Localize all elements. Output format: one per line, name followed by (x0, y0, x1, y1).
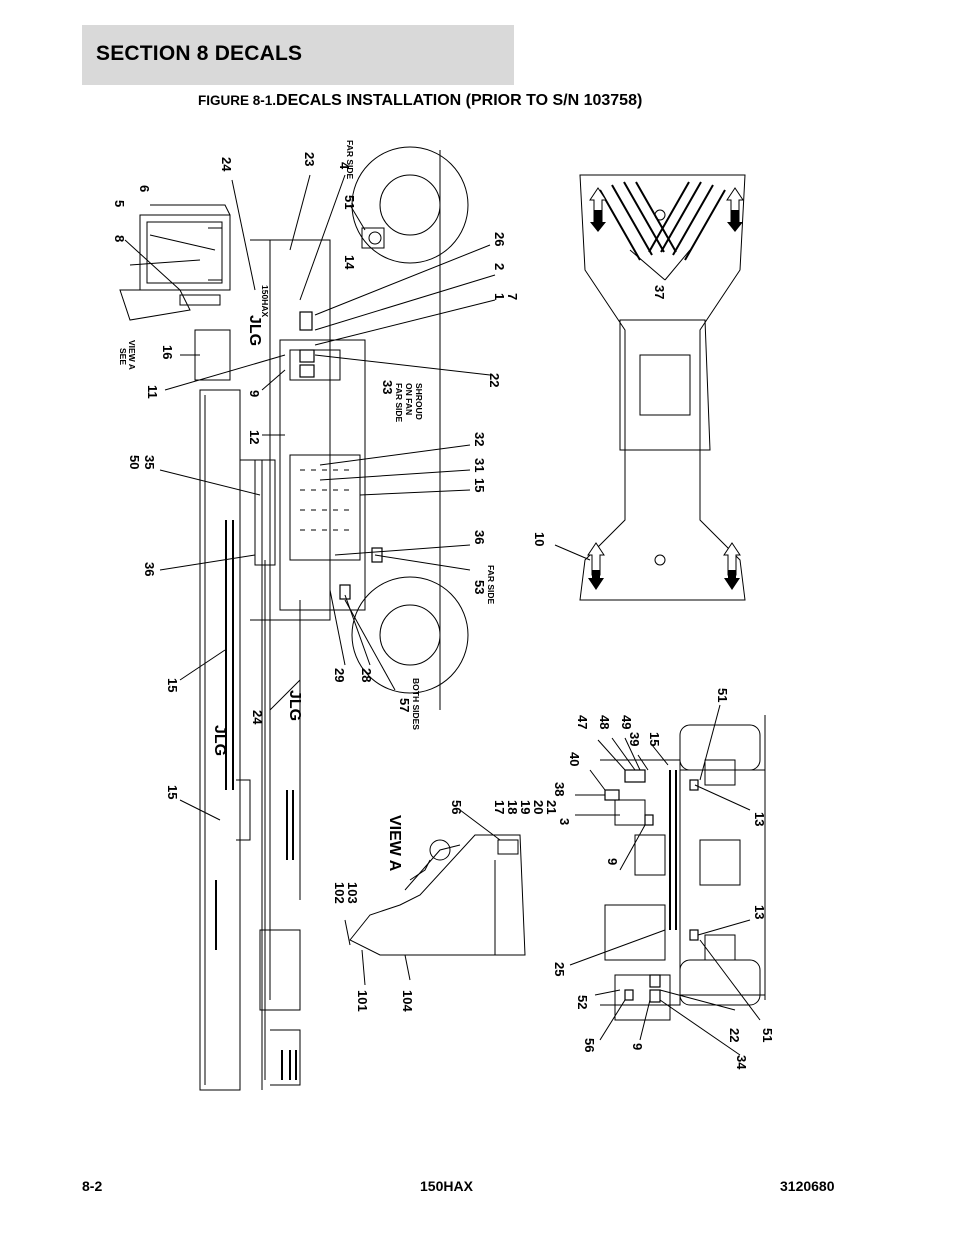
callout-14: 14 (342, 255, 357, 270)
callout-9-main: 9 (247, 390, 262, 397)
callout-34: 34 (734, 1055, 749, 1070)
callout-24-mid: 24 (250, 710, 265, 725)
callout-50: 50 (127, 455, 142, 469)
callout-39: 39 (627, 732, 642, 746)
callout-10: 10 (532, 532, 547, 546)
callout-36-left: 36 (142, 562, 157, 576)
callout-56-view-a: 56 (449, 800, 464, 814)
callout-13-lower: 13 (752, 905, 767, 919)
callout-51-top-view: 51 (715, 688, 730, 702)
document-number: 3120680 (780, 1178, 835, 1194)
note-view-a: VIEW A (127, 340, 137, 370)
callout-35: 35 (142, 455, 157, 469)
model-name: 150HAX (420, 1178, 473, 1194)
callout-3: 3 (557, 818, 572, 825)
callout-57: 57 (397, 698, 412, 712)
callout-7: 7 (505, 293, 520, 300)
callout-5: 5 (112, 200, 127, 207)
chassis-top-view: 37 10 (532, 174, 746, 601)
callout-9-lower: 9 (630, 1043, 645, 1050)
callout-9-top-view: 9 (605, 858, 620, 865)
note-far-side-53: FAR SIDE (486, 565, 496, 605)
callout-26: 26 (492, 232, 507, 246)
callout-49: 49 (619, 715, 634, 729)
callout-22-top-view: 22 (727, 1028, 742, 1042)
callout-52: 52 (575, 995, 590, 1009)
page-number: 8-2 (82, 1178, 103, 1194)
callout-15-left: 15 (165, 678, 180, 692)
figure-title: FIGURE 8-1.DECALS INSTALLATION (PRIOR TO… (198, 92, 642, 110)
note-on-fan: ON FAN (404, 383, 414, 415)
main-callouts: 24 23 4 FAR SIDE 51 14 5 6 8 16 11 9 12 … (112, 140, 520, 799)
callout-15-top: 15 (647, 732, 662, 746)
callout-31: 31 (472, 458, 487, 472)
callout-18: 18 (505, 800, 520, 814)
callout-15-lower: 15 (165, 785, 180, 799)
callout-8: 8 (112, 235, 127, 242)
jlg-logo-turret: JLG (286, 690, 303, 721)
view-a-console: VIEW A 56 102 103 101 104 (332, 800, 526, 1012)
view-a-title: VIEW A (386, 815, 403, 872)
note-shroud: SHROUD (414, 383, 424, 420)
callout-104: 104 (400, 990, 415, 1012)
machine-top-view: 47 48 49 39 15 40 38 17 18 19 20 21 3 51… (492, 688, 775, 1070)
callout-1: 1 (492, 293, 507, 300)
callout-101: 101 (355, 990, 370, 1012)
callout-25: 25 (552, 962, 567, 976)
callout-48: 48 (597, 715, 612, 729)
callout-24-top: 24 (219, 157, 234, 172)
callout-12: 12 (247, 430, 262, 444)
figure-caption: DECALS INSTALLATION (PRIOR TO S/N 103758… (276, 92, 643, 109)
callout-33: 33 (380, 380, 395, 394)
note-far-side-33: FAR SIDE (394, 383, 404, 423)
callout-56-top-view: 56 (582, 1038, 597, 1052)
callout-2: 2 (492, 263, 507, 270)
callout-51-lower: 51 (760, 1028, 775, 1042)
note-see: SEE (118, 348, 128, 365)
callout-21: 21 (544, 800, 559, 814)
jlg-logo-frame: JLG (246, 315, 263, 346)
note-both-sides: BOTH SIDES (411, 678, 421, 730)
callout-47: 47 (575, 715, 590, 729)
callout-13-upper: 13 (752, 812, 767, 826)
callout-16: 16 (160, 345, 175, 359)
figure-prefix: FIGURE 8-1. (198, 93, 277, 108)
callout-15-engine: 15 (472, 478, 487, 492)
callout-20: 20 (531, 800, 546, 814)
callout-29: 29 (332, 668, 347, 682)
callout-4: 4 (337, 162, 352, 170)
callout-51-top: 51 (342, 195, 357, 209)
callout-22-main: 22 (487, 373, 502, 387)
callout-6: 6 (137, 185, 152, 192)
callout-40: 40 (567, 752, 582, 766)
callout-53: 53 (472, 580, 487, 594)
machine-side-view: JLG 150HAX JLG JLG 24 (112, 140, 520, 1091)
callout-103: 103 (345, 882, 360, 904)
callout-19: 19 (518, 800, 533, 814)
callout-32: 32 (472, 432, 487, 446)
model-decal-text: 150HAX (260, 285, 270, 317)
callout-17: 17 (492, 800, 507, 814)
callout-28: 28 (359, 668, 374, 682)
callout-36-right: 36 (472, 530, 487, 544)
section-title: SECTION 8 DECALS (96, 42, 303, 65)
callout-11: 11 (145, 385, 160, 399)
callout-102: 102 (332, 882, 347, 904)
callout-37: 37 (652, 285, 667, 299)
callout-23: 23 (302, 152, 317, 166)
jlg-logo-boom: JLG (211, 725, 228, 756)
callout-38: 38 (552, 782, 567, 796)
section-header-bar (82, 25, 514, 85)
note-far-side-4: FAR SIDE (345, 140, 355, 180)
